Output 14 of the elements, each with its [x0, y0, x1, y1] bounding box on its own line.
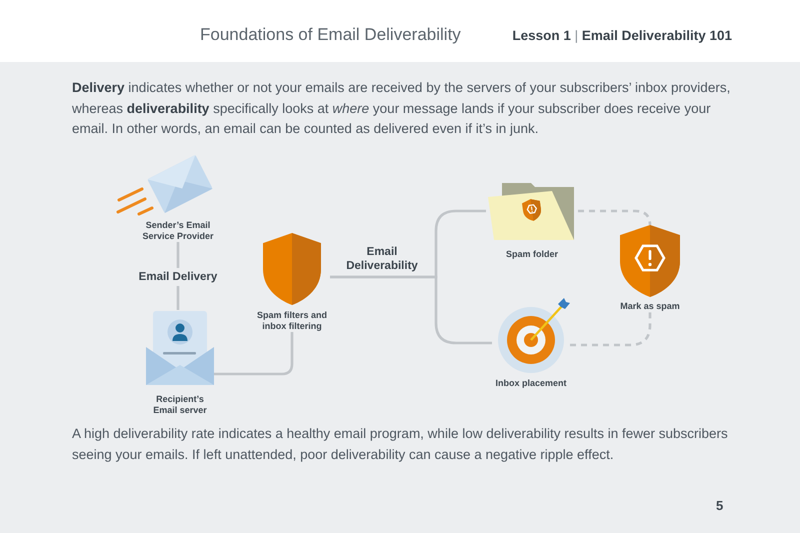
lesson-label: Lesson 1 | Email Deliverability 101	[512, 27, 732, 45]
dashed-connector	[578, 210, 652, 226]
body-paragraph: A high deliverability rate indicates a healthy email program, while low deliverability results in fewer subscribers seeing your emails. If left unattended, poor deliverability can cause a negative ripple effect.	[72, 425, 729, 464]
node-label: Sender’s Email Service Provider	[141, 220, 215, 242]
node-label: Spam folder	[504, 249, 559, 260]
page-title: Foundations of Email Deliverability	[200, 24, 461, 46]
page-number: 5	[716, 498, 724, 513]
body-paragraph: Delivery indicates whether or not your emails are received by the servers of your subscribers’ inbox providers, whereas deliverability specifically looks at where your message lands if your subscriber does receive your email. In other words, an email can be counted as delivered even if it’s in junk.	[72, 79, 732, 138]
connector-line	[330, 276, 492, 344]
node-label: Recipient’s Email server	[152, 394, 208, 416]
node-label: Inbox placement	[494, 378, 568, 389]
dashed-connector	[570, 312, 652, 346]
node-label: Spam filters and inbox filtering	[256, 310, 328, 332]
node-label: Mark as spam	[619, 301, 681, 312]
